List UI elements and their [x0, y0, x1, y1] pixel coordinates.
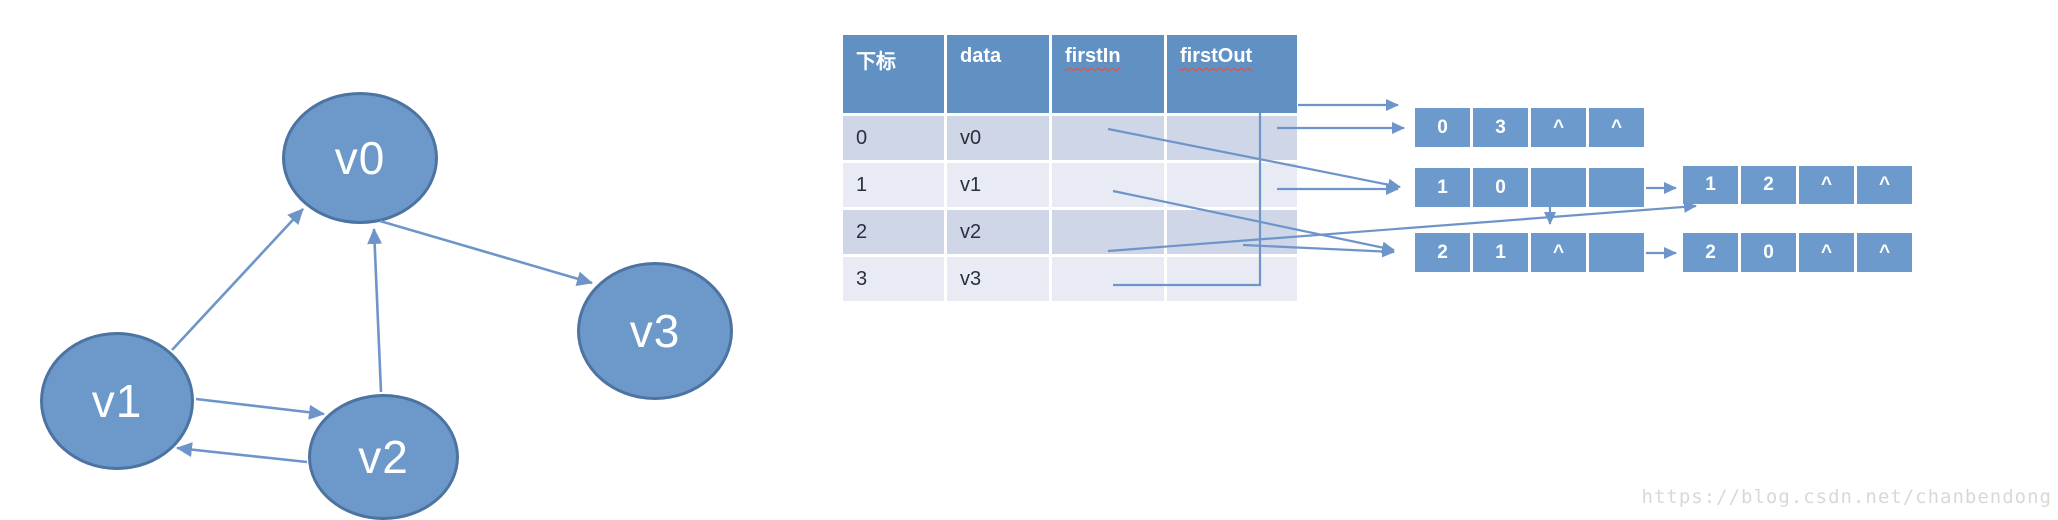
edge-node-2-0-tlink: ^ — [1857, 233, 1912, 272]
table-cell-index-0: 0 — [843, 116, 944, 160]
edge-node-2-1-head: 1 — [1473, 233, 1528, 272]
edge-node-1-2-head: 2 — [1741, 166, 1796, 204]
watermark: https://blog.csdn.net/chanbendong — [1641, 486, 2052, 508]
vertex-v3: v3 — [577, 262, 733, 400]
edge-node-1-2: 1 2 ^ ^ — [1683, 166, 1912, 204]
vertex-v0-label: v0 — [334, 132, 386, 184]
edge-node-1-2-hlink: ^ — [1799, 166, 1854, 204]
edge-node-1-2-tail: 1 — [1683, 166, 1738, 204]
edge-node-2-1-tlink — [1589, 233, 1644, 272]
edge-node-1-0-tlink — [1589, 168, 1644, 207]
edge-node-2-0: 2 0 ^ ^ — [1683, 233, 1912, 272]
edge-node-2-1-hlink: ^ — [1531, 233, 1586, 272]
table-cell-firstout-2 — [1167, 210, 1297, 254]
edge-node-1-2-tlink: ^ — [1857, 166, 1912, 204]
edge-node-0-3-head: 3 — [1473, 108, 1528, 147]
table-cell-firstout-3 — [1167, 257, 1297, 301]
edge-node-1-0-hlink — [1531, 168, 1586, 207]
edge-node-0-3-tail: 0 — [1415, 108, 1470, 147]
table-header-firstout: firstOut — [1167, 35, 1297, 113]
graph-arrow-v2-v0 — [367, 228, 383, 393]
vertex-v1-label: v1 — [91, 375, 143, 427]
edge-node-0-3: 0 3 ^ ^ — [1415, 108, 1644, 147]
table-cell-index-1: 1 — [843, 163, 944, 207]
table-cell-firstin-2 — [1052, 210, 1164, 254]
edge-node-2-0-head: 0 — [1741, 233, 1796, 272]
edge-node-2-1: 2 1 ^ — [1415, 233, 1644, 272]
edge-node-0-3-hlink: ^ — [1531, 108, 1586, 147]
edge-node-1-0-tail: 1 — [1415, 168, 1470, 207]
edge-node-2-0-tail: 2 — [1683, 233, 1738, 272]
vertex-v3-label: v3 — [629, 305, 681, 357]
table-cell-index-2: 2 — [843, 210, 944, 254]
table-header-data: data — [947, 35, 1049, 113]
table-cell-firstin-1 — [1052, 163, 1164, 207]
edge-node-1-0: 1 0 — [1415, 168, 1644, 207]
table-cell-index-3: 3 — [843, 257, 944, 301]
edge-node-0-3-tlink: ^ — [1589, 108, 1644, 147]
edge-node-2-0-hlink: ^ — [1799, 233, 1854, 272]
graph-arrow-v1-v0 — [171, 208, 304, 351]
table-cell-data-1: v1 — [947, 163, 1049, 207]
orthogonal-list-table: 下标 data firstIn firstOut 0 v0 1 v1 2 v2 … — [843, 35, 1297, 301]
edge-node-1-0-head: 0 — [1473, 168, 1528, 207]
table-cell-data-3: v3 — [947, 257, 1049, 301]
table-cell-firstout-1 — [1167, 163, 1297, 207]
graph-arrow-v0-v3 — [379, 219, 593, 286]
graph-arrow-v2-v1 — [176, 442, 308, 464]
table-cell-data-0: v0 — [947, 116, 1049, 160]
table-header-firstin: firstIn — [1052, 35, 1164, 113]
table-header-index: 下标 — [843, 35, 944, 113]
vertex-v2: v2 — [308, 394, 459, 520]
table-cell-firstout-0 — [1167, 116, 1297, 160]
table-cell-data-2: v2 — [947, 210, 1049, 254]
edge-node-2-1-tail: 2 — [1415, 233, 1470, 272]
table-cell-firstin-0 — [1052, 116, 1164, 160]
vertex-v0: v0 — [282, 92, 438, 224]
table-cell-firstin-3 — [1052, 257, 1164, 301]
vertex-v2-label: v2 — [358, 431, 409, 483]
vertex-v1: v1 — [40, 332, 194, 470]
graph-arrow-v1-v2 — [195, 397, 325, 420]
